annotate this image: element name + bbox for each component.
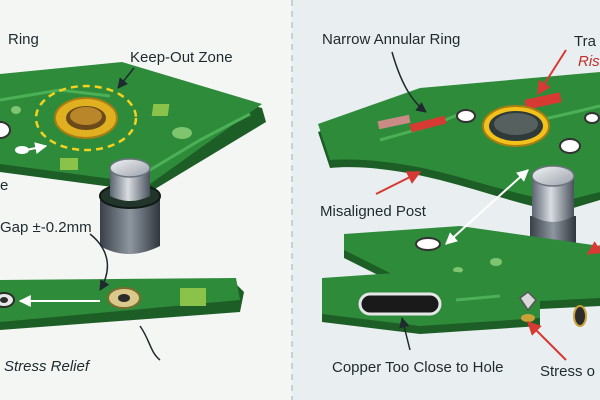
label-ris-fragment: Ris — [578, 53, 600, 70]
clearance-arrow — [25, 142, 48, 155]
label-misaligned-post: Misaligned Post — [320, 203, 427, 220]
label-e-fragment: e — [0, 177, 8, 194]
keep-out-zone-ring — [34, 84, 138, 152]
stress-relief-leader — [139, 325, 161, 361]
label-stress-fragment: Stress o — [540, 363, 595, 380]
left-top-board — [0, 62, 266, 192]
label-ring: Ring — [8, 31, 39, 48]
label-copper-too-close: Copper Too Close to Hole — [332, 359, 504, 376]
label-narrow-annular-ring: Narrow Annular Ring — [322, 31, 460, 48]
label-gap: Gap ±-0.2mm — [0, 219, 92, 236]
copper-close-leader — [399, 316, 411, 351]
left-metal-post — [99, 158, 161, 254]
clearance-marker — [15, 146, 29, 154]
misaligned-leader — [375, 171, 422, 195]
label-tra-fragment: Tra — [574, 33, 597, 50]
trace-leader-red — [537, 49, 567, 96]
gap-leader — [89, 233, 110, 291]
left-bottom-board — [0, 278, 244, 330]
right-lower-board — [322, 270, 587, 334]
label-stress-relief: Stress Relief — [4, 358, 91, 375]
stress-leader-red — [527, 321, 567, 361]
label-keep-out-zone: Keep-Out Zone — [130, 49, 233, 66]
narrow-ring-leader — [391, 51, 427, 113]
post-edge-leader-red — [586, 241, 600, 255]
misalignment-arrow — [445, 169, 529, 245]
trace-too-close — [409, 115, 447, 133]
copper-too-close-slot — [358, 292, 442, 316]
keep-out-leader — [117, 67, 135, 89]
